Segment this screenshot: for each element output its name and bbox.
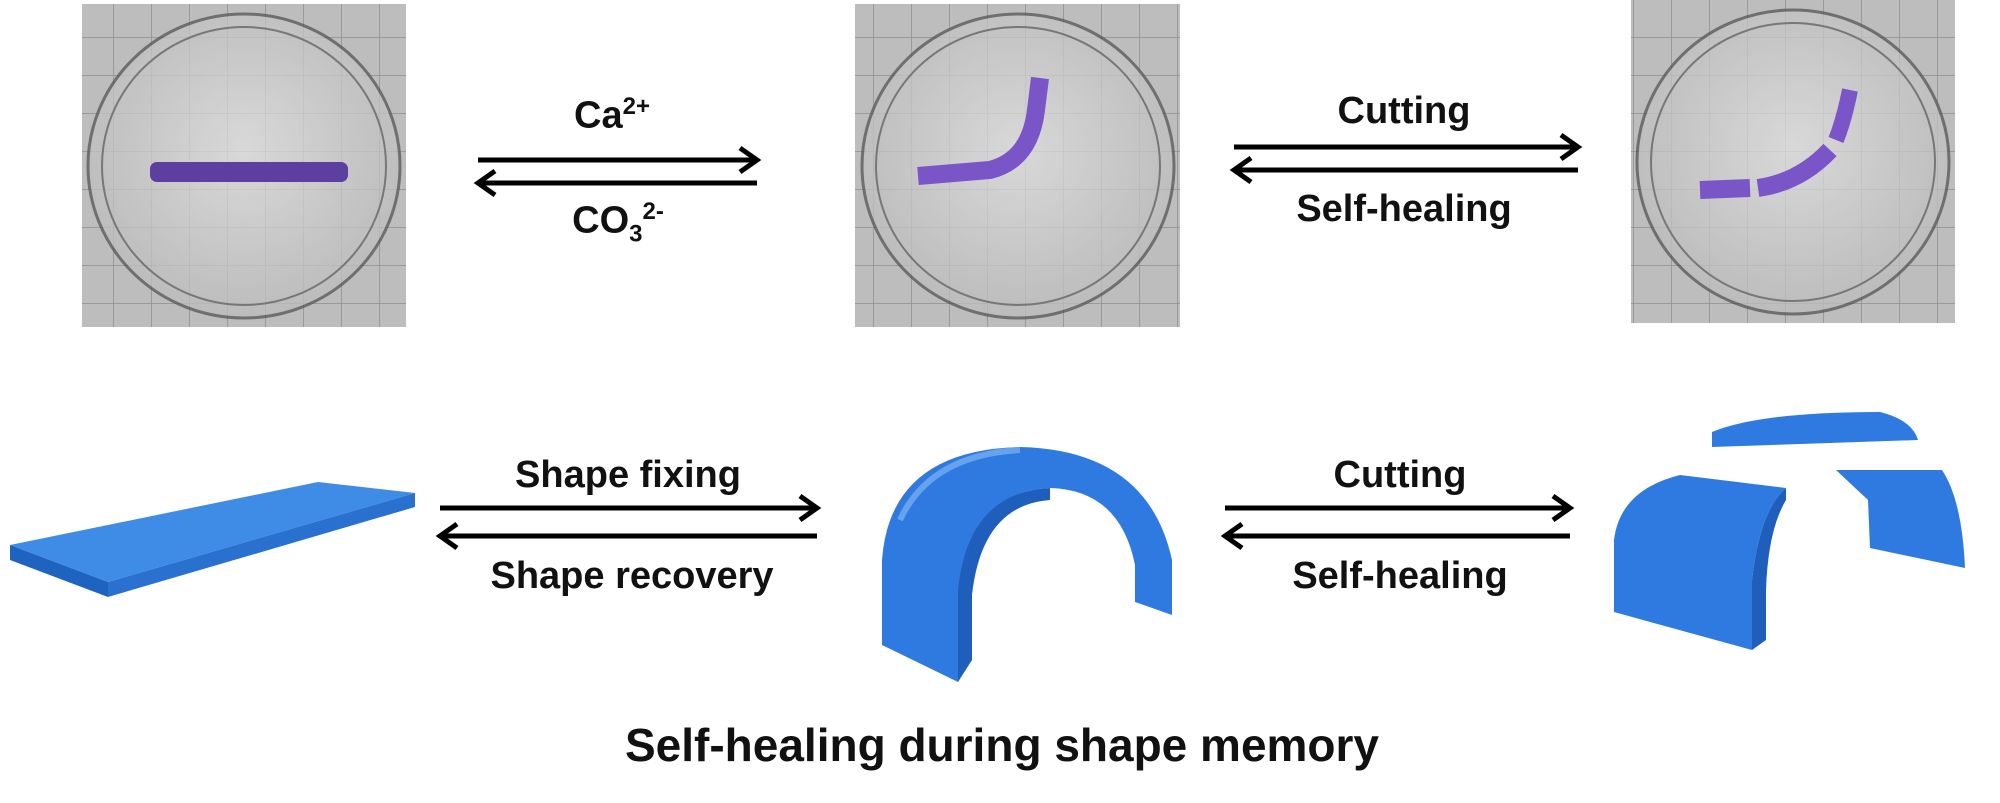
label-self-healing-bottom: Self-healing <box>1292 555 1508 597</box>
gel-piece-1 <box>1699 179 1751 199</box>
label-ca-ion: Ca2+ <box>574 95 650 135</box>
arch-piece-left <box>1614 475 1786 650</box>
arch-piece-top <box>1712 412 1918 447</box>
co-subscript: 3 <box>629 220 643 248</box>
equilibrium-arrows-cutting-top <box>1229 132 1583 185</box>
equilibrium-arrows-cutting-bottom <box>1220 493 1575 551</box>
arch-shape <box>882 447 1172 682</box>
label-cutting-top: Cutting <box>1337 90 1471 132</box>
cut-arch-pieces <box>1614 412 1965 650</box>
photo-straight-gel <box>82 4 406 327</box>
equilibrium-arrows-ca <box>473 145 762 198</box>
co-charge: 2- <box>642 198 664 225</box>
ca-text: Ca <box>574 94 623 137</box>
label-cutting-bottom: Cutting <box>1333 454 1467 496</box>
figure-title: Self-healing during shape memory <box>624 719 1380 771</box>
gel-strip-straight <box>150 162 348 182</box>
photo-cut-gel <box>1631 0 1955 323</box>
label-carbonate-ion: CO32- <box>572 200 664 246</box>
gel-piece-3 <box>1828 88 1858 143</box>
gel-strip-bent <box>917 76 1049 185</box>
flat-slab <box>10 482 415 597</box>
ca-charge: 2+ <box>622 93 650 120</box>
co-text: CO <box>572 199 630 242</box>
equilibrium-arrows-shape <box>435 493 822 551</box>
label-shape-recovery: Shape recovery <box>490 555 774 597</box>
arch-piece-right <box>1836 470 1965 568</box>
gel-piece-2 <box>1756 143 1837 197</box>
label-self-healing-top: Self-healing <box>1296 188 1512 230</box>
photo-bent-gel <box>855 4 1180 327</box>
label-shape-fixing: Shape fixing <box>515 454 741 496</box>
